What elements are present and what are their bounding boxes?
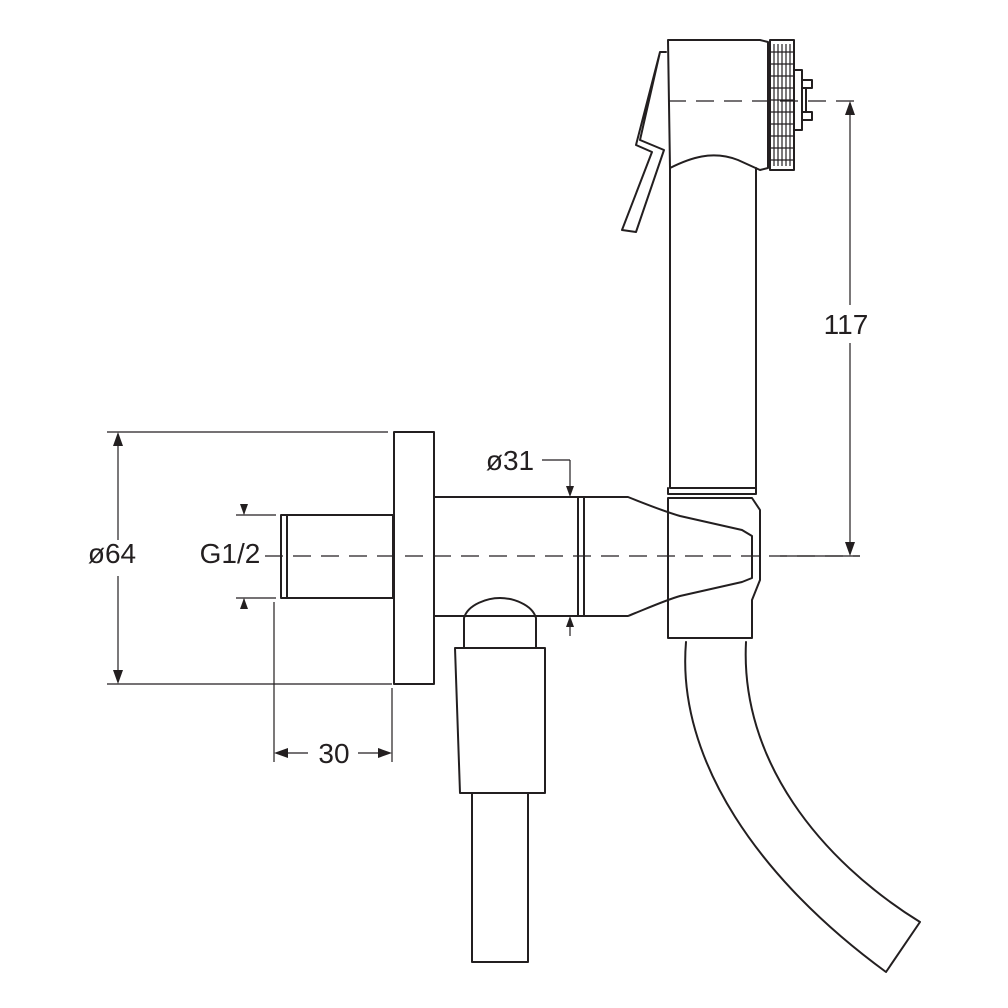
dimension-body-diameter [434, 459, 578, 636]
dimension-flange-diameter [107, 431, 392, 685]
flange-diameter-label: ø64 [88, 538, 136, 569]
knurled-rim [769, 39, 795, 171]
dimension-depth [273, 602, 393, 762]
depth-label: 30 [318, 738, 349, 769]
handshower [621, 39, 813, 489]
valve-body [433, 496, 753, 617]
body-diameter-label: ø31 [486, 445, 534, 476]
spray-nozzle [793, 69, 813, 131]
height-label: 117 [824, 309, 869, 340]
hose-outlet-nut [454, 597, 546, 794]
handle-tube [669, 167, 757, 489]
thread-label: G1/2 [200, 538, 261, 569]
flexible-hose [684, 641, 921, 973]
wall-flange [393, 431, 435, 685]
trigger-lever [621, 51, 667, 233]
lower-hose [471, 792, 529, 963]
handshower-bracket [667, 487, 761, 639]
dimension-thread [236, 504, 276, 609]
dimension-height [780, 101, 860, 557]
